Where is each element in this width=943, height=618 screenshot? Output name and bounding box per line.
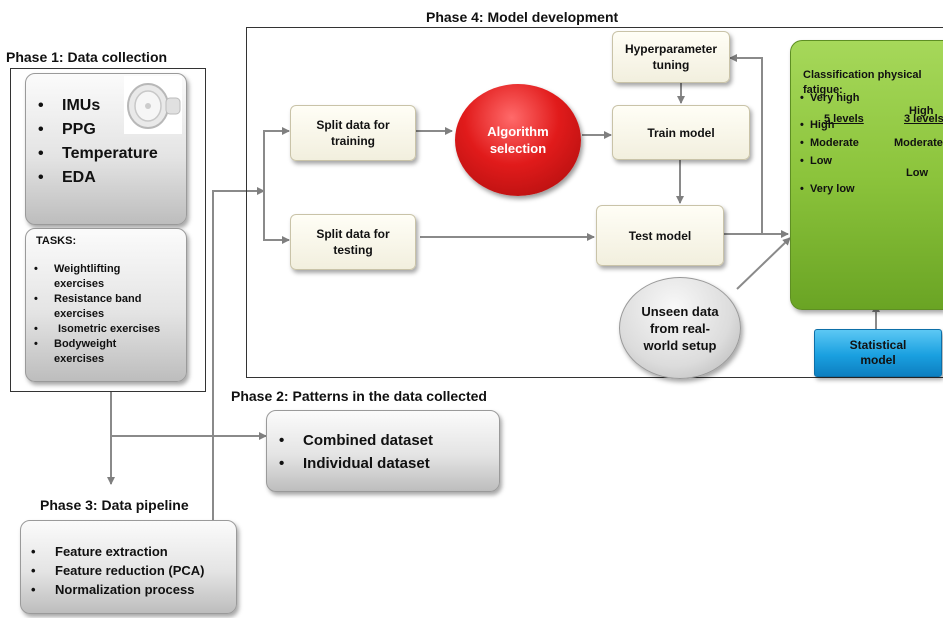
test-model-label: Test model xyxy=(628,228,692,243)
tasks-heading: TASKS: xyxy=(36,235,77,247)
pipeline-item: Normalization process xyxy=(25,580,205,599)
phase1-title: Phase 1: Data collection xyxy=(6,49,168,65)
task-list: •Weightlifting exercises •Resistance ban… xyxy=(32,262,174,367)
sensor-item: IMUs xyxy=(32,94,158,118)
split-train-label: Split data for training xyxy=(316,118,390,148)
tasks-box: TASKS: •Weightlifting exercises •Resista… xyxy=(25,228,187,382)
task-item: •Weightlifting exercises xyxy=(34,263,121,290)
five-levels-heading: 5 levels xyxy=(824,113,864,125)
statistical-model-label: Statistical model xyxy=(849,338,907,367)
task-item: •Bodyweight exercises xyxy=(34,338,117,365)
level3-item: High xyxy=(909,105,934,117)
task-item: •Resistance band exercises xyxy=(34,293,142,320)
hyperparameter-label: Hyperparameter tuning xyxy=(624,42,718,72)
algorithm-label: Algorithm selection xyxy=(487,124,549,156)
phase3-list: Feature extraction Feature reduction (PC… xyxy=(25,542,205,599)
level5-item: • Very low xyxy=(800,183,855,195)
classification-title: Classification physical fatigue: xyxy=(803,69,922,96)
classification-box: Classification physical fatigue: 5 level… xyxy=(790,40,943,310)
phase2-box: Combined dataset Individual dataset xyxy=(266,410,500,492)
arrow-to-split-train xyxy=(263,127,290,191)
sensor-list: IMUs PPG Temperature EDA xyxy=(32,94,158,190)
unseen-label: Unseen data from real-world setup xyxy=(641,303,719,353)
arrow-unseen-to-classification xyxy=(736,237,791,290)
algorithm-selection-circle: Algorithm selection xyxy=(455,84,581,196)
arrow-to-split-test xyxy=(263,191,290,244)
level5-item: • Very high xyxy=(800,92,860,104)
statistical-model-box: Statistical model xyxy=(814,329,942,377)
level5-item: • Low xyxy=(800,155,832,167)
train-model-box: Train model xyxy=(612,105,750,160)
phase3-title: Phase 3: Data pipeline xyxy=(40,497,189,513)
phase3-box: Feature extraction Feature reduction (PC… xyxy=(20,520,237,614)
phase4-title: Phase 4: Model development xyxy=(426,9,619,25)
split-test-label: Split data for testing xyxy=(316,227,390,257)
test-model-box: Test model xyxy=(596,205,724,266)
level3-item: Low xyxy=(906,167,928,179)
level5-item: • Moderate xyxy=(800,137,859,149)
hyperparameter-box: Hyperparameter tuning xyxy=(612,31,730,83)
dataset-item: Combined dataset xyxy=(273,429,433,452)
train-model-label: Train model xyxy=(647,125,715,140)
level5-item: • High xyxy=(800,119,835,131)
level3-item: Moderate xyxy=(894,137,943,149)
task-item: •Isometric exercises xyxy=(34,323,161,335)
sensor-item: PPG xyxy=(32,118,158,142)
smartwatch-icon xyxy=(124,76,182,134)
dataset-item: Individual dataset xyxy=(273,452,433,475)
pipeline-item: Feature extraction xyxy=(25,542,205,561)
phase2-title: Phase 2: Patterns in the data collected xyxy=(231,388,487,404)
unseen-data-circle: Unseen data from real-world setup xyxy=(619,277,741,379)
arrow-phase3-to-phase4 xyxy=(212,187,265,520)
phase1-frame xyxy=(10,68,206,392)
sensor-item: EDA xyxy=(32,166,158,190)
phase4-frame xyxy=(246,27,943,378)
arrow-loop-to-hyper xyxy=(729,54,763,234)
split-train-box: Split data for training xyxy=(290,105,416,161)
three-levels-heading: 3 levels xyxy=(904,113,943,125)
phase2-list: Combined dataset Individual dataset xyxy=(273,429,433,475)
pipeline-item: Feature reduction (PCA) xyxy=(25,561,205,580)
split-test-box: Split data for testing xyxy=(290,214,416,270)
sensor-item: Temperature xyxy=(32,142,158,166)
sensors-box: IMUs PPG Temperature EDA xyxy=(25,73,187,225)
